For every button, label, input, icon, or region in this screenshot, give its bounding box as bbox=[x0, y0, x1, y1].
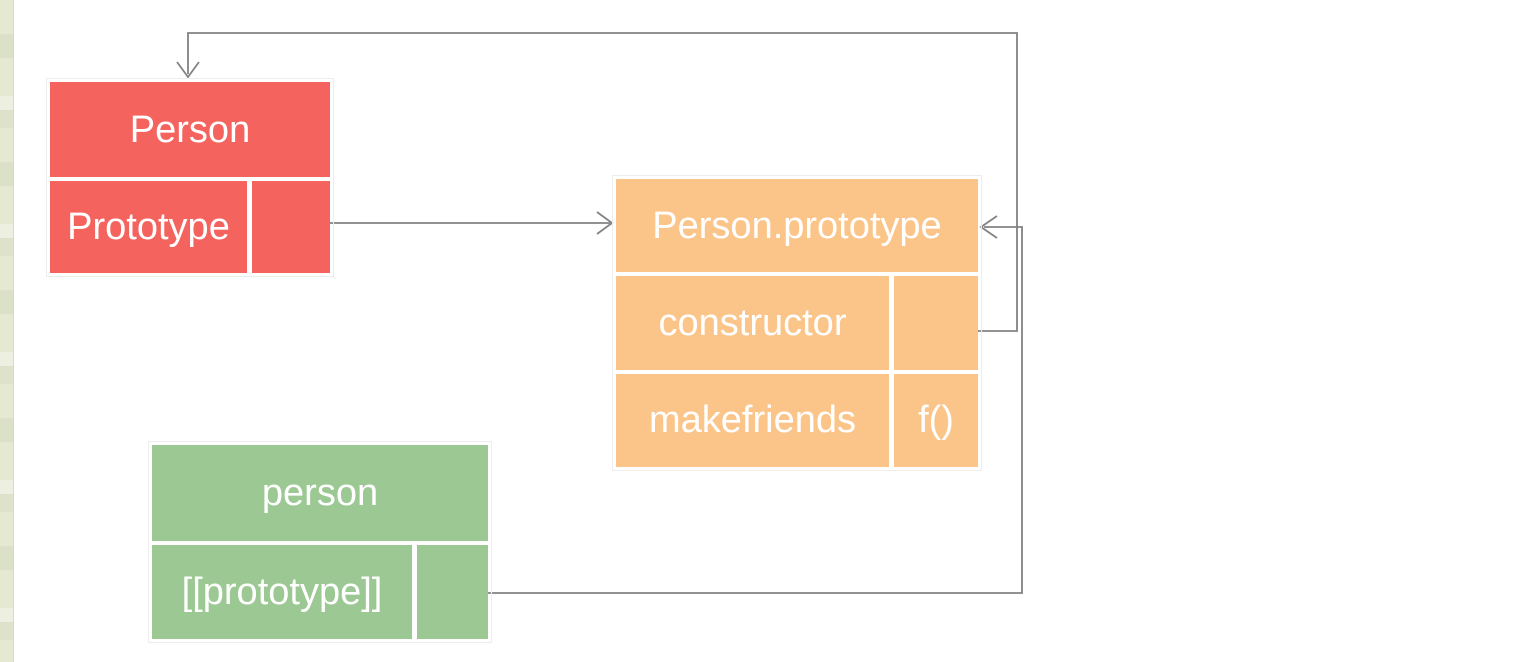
instance-prototype-row-value bbox=[417, 545, 488, 639]
person-prototype-row: Prototype bbox=[50, 181, 330, 273]
person-constructor-box: Person Prototype bbox=[46, 78, 334, 277]
person-instance-box-title: person bbox=[152, 445, 488, 541]
constructor-row-label: constructor bbox=[616, 276, 889, 370]
arrow-prototype-to-person-prototype bbox=[291, 211, 614, 235]
person-prototype-row-value bbox=[252, 181, 330, 273]
makefriends-row-label: makefriends bbox=[616, 373, 889, 467]
person-prototype-box: Person.prototype constructor makefriends… bbox=[612, 175, 982, 471]
constructor-row-value bbox=[894, 276, 978, 370]
makefriends-row: makefriends f() bbox=[616, 373, 978, 467]
makefriends-row-value: f() bbox=[894, 373, 978, 467]
person-prototype-row-label: Prototype bbox=[50, 181, 247, 273]
constructor-row: constructor bbox=[616, 276, 978, 370]
instance-prototype-row-label: [[prototype]] bbox=[152, 545, 412, 639]
arrowhead-down-icon bbox=[176, 61, 200, 79]
instance-prototype-row: [[prototype]] bbox=[152, 545, 488, 639]
person-box-title: Person bbox=[50, 82, 330, 177]
person-instance-box: person [[prototype]] bbox=[148, 441, 492, 643]
arrowhead-left-icon bbox=[979, 215, 998, 239]
page-edge-strip bbox=[0, 0, 14, 662]
person-prototype-box-title: Person.prototype bbox=[616, 179, 978, 272]
arrowhead-right-icon bbox=[596, 211, 614, 235]
